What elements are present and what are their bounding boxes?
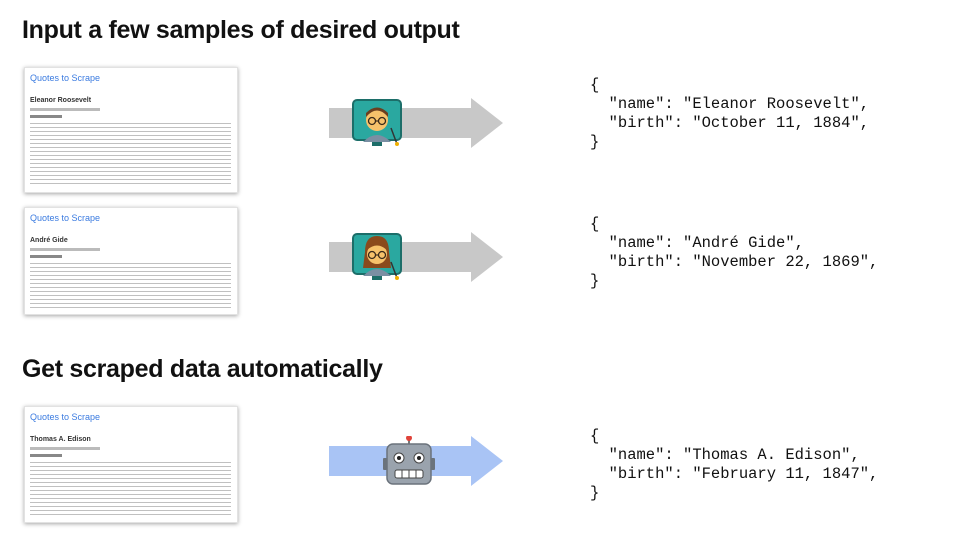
json-birth-line: "birth": "February 11, 1847", <box>590 465 879 483</box>
thumbnail-body-text <box>30 462 231 516</box>
blue-arrow <box>329 436 503 486</box>
result-page-thumbnail: Quotes to Scrape Thomas A. Edison <box>24 406 238 523</box>
json-close-brace: } <box>590 272 600 290</box>
json-name-line: "name": "Eleanor Roosevelt", <box>590 95 870 113</box>
thumbnail-description-label <box>30 115 62 118</box>
json-name-line: "name": "Thomas A. Edison", <box>590 446 860 464</box>
thumbnail-born-line <box>30 248 100 251</box>
json-output-1: { "name": "Eleanor Roosevelt", "birth": … <box>590 76 869 152</box>
thumbnail-body-text <box>30 123 231 186</box>
thumbnail-site-title: Quotes to Scrape <box>30 213 101 223</box>
json-output-result: { "name": "Thomas A. Edison", "birth": "… <box>590 427 878 503</box>
thumbnail-description-label <box>30 454 62 457</box>
json-open-brace: { <box>590 76 600 94</box>
thumbnail-born-line <box>30 447 100 450</box>
json-close-brace: } <box>590 484 600 502</box>
scraped-data-heading: Get scraped data automatically <box>22 355 383 383</box>
json-name-line: "name": "André Gide", <box>590 234 804 252</box>
thumbnail-author-name: Thomas A. Edison <box>30 436 91 443</box>
json-output-2: { "name": "André Gide", "birth": "Novemb… <box>590 215 878 291</box>
json-open-brace: { <box>590 215 600 233</box>
json-birth-line: "birth": "November 22, 1869", <box>590 253 879 271</box>
json-birth-line: "birth": "October 11, 1884", <box>590 114 870 132</box>
woman-teacher-icon <box>352 233 402 280</box>
thumbnail-author-name: André Gide <box>30 237 68 244</box>
input-samples-heading: Input a few samples of desired output <box>22 16 460 44</box>
thumbnail-body-text <box>30 263 231 308</box>
thumbnail-description-label <box>30 255 62 258</box>
thumbnail-site-title: Quotes to Scrape <box>30 73 101 83</box>
json-open-brace: { <box>590 427 600 445</box>
man-teacher-icon <box>352 99 402 146</box>
thumbnail-site-title: Quotes to Scrape <box>30 412 101 422</box>
thumbnail-author-name: Eleanor Roosevelt <box>30 97 92 104</box>
gray-arrow-2 <box>329 232 503 282</box>
robot-icon <box>383 436 435 485</box>
gray-arrow-1 <box>329 98 503 148</box>
thumbnail-born-line <box>30 108 100 111</box>
json-close-brace: } <box>590 133 600 151</box>
sample-page-thumbnail-1: Quotes to Scrape Eleanor Roosevelt <box>24 67 238 193</box>
sample-page-thumbnail-2: Quotes to Scrape André Gide <box>24 207 238 315</box>
